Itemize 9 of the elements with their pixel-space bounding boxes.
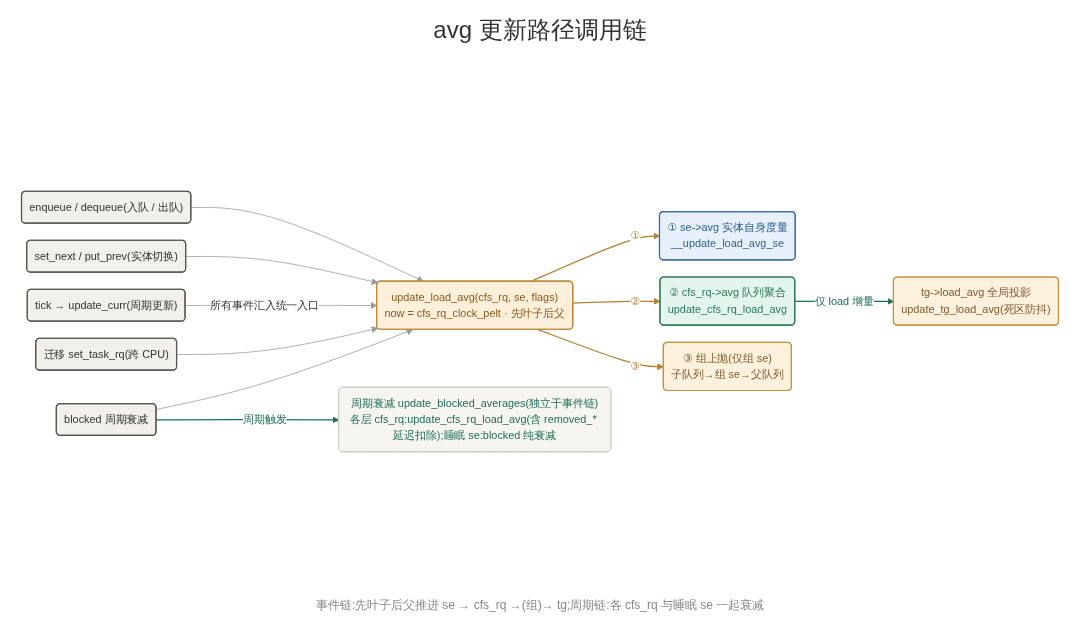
arrow <box>537 329 664 371</box>
diagram-caption: 事件链:先叶子后父推进 se → cfs_rq →(组)→ tg;周期链:各 cfs_rq 与睡眠 se 一起衰减 <box>314 597 766 614</box>
edge-label: ① <box>630 229 641 242</box>
edge-label: 周期触发 <box>242 412 287 426</box>
edge-label: ③ <box>630 359 641 373</box>
diagram-title: avg 更新路径调用链 <box>432 15 648 45</box>
edge-label: 所有事件汇入统一入口 <box>210 298 320 311</box>
edge-label: 仅 load 增量 <box>814 294 874 307</box>
edge-label: ② <box>630 294 641 307</box>
